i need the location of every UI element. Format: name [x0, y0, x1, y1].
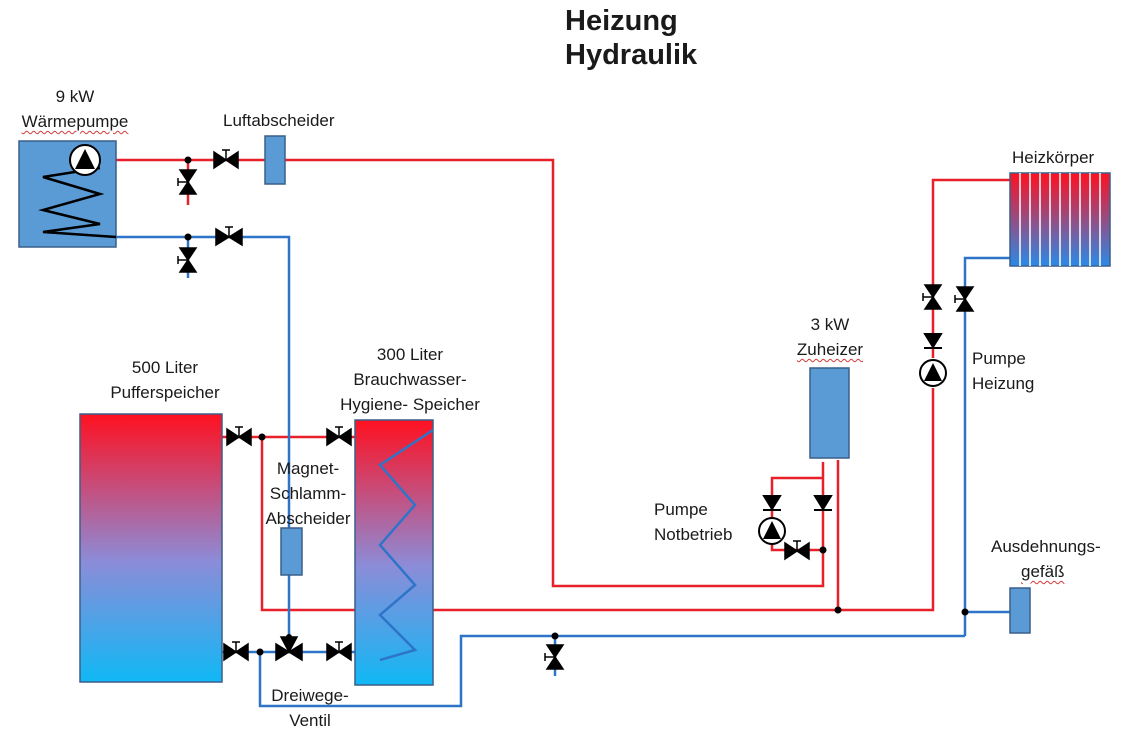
return-pipes	[116, 235, 1010, 708]
heating-pump-label: Pumpe Heizung	[972, 346, 1034, 396]
diagram-title: Heizung Hydraulik	[565, 4, 697, 72]
dhw-tank-name-1: Brauchwasser-	[353, 370, 467, 389]
emergency-pump-label-2: Notbetrieb	[654, 525, 733, 544]
supply-pipes	[116, 158, 1010, 612]
title-line-1: Heizung	[565, 5, 678, 37]
heating-pump-label-2: Heizung	[972, 374, 1035, 393]
three-way-valve-label-1: Dreiwege-	[271, 686, 349, 705]
buffer-tank-volume: 500 Liter	[131, 358, 199, 377]
dhw-tank-name-2: Hygiene- Speicher	[340, 395, 480, 414]
valves-horizontal	[213, 149, 810, 662]
check-valve-icon	[923, 333, 943, 349]
valve-icon	[177, 169, 198, 195]
expansion-vessel-label: Ausdehnungs- gefäß	[991, 534, 1101, 584]
dhw-tank-volume: 300 Liter	[376, 345, 444, 364]
radiator-supply-pipe	[931, 178, 1010, 358]
magnetic-separator-line-3: Abscheider	[265, 509, 351, 528]
aux-heater-power: 3 kW	[810, 315, 850, 334]
heating-pump-label-1: Pumpe	[972, 349, 1026, 368]
heat-pump-label: 9 kW Wärmepumpe	[0, 84, 150, 134]
heat-pump	[18, 140, 117, 248]
expansion-vessel-label-1: Ausdehnungs-	[991, 537, 1101, 556]
buffer-tank	[79, 413, 223, 683]
valve-icon	[922, 284, 943, 310]
emergency-pump-icon	[758, 517, 786, 545]
check-valve-icon	[813, 495, 833, 511]
check-valves	[762, 333, 943, 511]
valves-vertical	[177, 169, 975, 670]
buffer-tank-label: 500 Liter Pufferspeicher	[85, 355, 245, 405]
valve-icon	[326, 426, 352, 447]
radiator	[1009, 172, 1111, 267]
valve-icon	[954, 286, 975, 312]
valve-icon	[544, 644, 565, 670]
expansion-vessel	[1009, 587, 1031, 634]
magnetic-separator-label: Magnet- Schlamm- Abscheider	[252, 456, 364, 531]
magnetic-separator-line-1: Magnet-	[276, 459, 340, 478]
valve-icon	[784, 540, 810, 561]
dhw-tank	[354, 419, 434, 686]
dhw-tank-coil	[378, 428, 434, 662]
valve-icon	[213, 149, 239, 170]
buffer-tank-name: Pufferspeicher	[110, 383, 220, 402]
aux-heater-name: Zuheizer	[796, 340, 864, 359]
valve-icon	[226, 426, 252, 447]
valve-icon	[215, 226, 243, 247]
valve-icon	[326, 641, 352, 662]
magnetic-separator-line-2: Schlamm-	[269, 484, 347, 503]
air-separator-label: Luftabscheider	[223, 111, 335, 130]
dhw-tank-label: 300 Liter Brauchwasser- Hygiene- Speiche…	[320, 342, 500, 417]
aux-heater-label: 3 kW Zuheizer	[780, 312, 880, 362]
title-line-2: Hydraulik	[565, 39, 698, 71]
junctions	[184, 156, 969, 656]
heat-pump-name: Wärmepumpe	[21, 112, 129, 131]
magnetic-sludge-separator	[280, 527, 303, 576]
check-valve-icon	[762, 495, 782, 511]
aux-heater	[809, 367, 850, 459]
three-way-valve-label: Dreiwege- Ventil	[250, 683, 370, 733]
three-way-bypass-pipe	[258, 634, 965, 708]
emergency-pump-label-1: Pumpe	[654, 500, 708, 519]
radiator-label: Heizkörper	[1012, 148, 1095, 167]
heating-pump-icon	[919, 359, 947, 387]
radiator-return-pipe	[963, 256, 1010, 636]
main-supply-loop-pipe	[260, 388, 935, 612]
heat-pump-power: 9 kW	[55, 87, 95, 106]
heat-pump-return-pipe	[116, 235, 291, 650]
emergency-pump-label: Pumpe Notbetrieb	[654, 497, 732, 547]
three-way-valve-label-2: Ventil	[289, 711, 331, 730]
valve-icon	[177, 247, 198, 273]
heat-pump-supply-pipe	[116, 158, 825, 588]
three-way-valve-icon	[275, 636, 303, 662]
heat-pump-circulator-icon	[69, 144, 101, 176]
air-separator	[264, 135, 286, 185]
heat-pump-coil	[38, 166, 117, 239]
valve-icon	[223, 641, 249, 662]
expansion-vessel-label-2: gefäß	[1021, 562, 1065, 581]
